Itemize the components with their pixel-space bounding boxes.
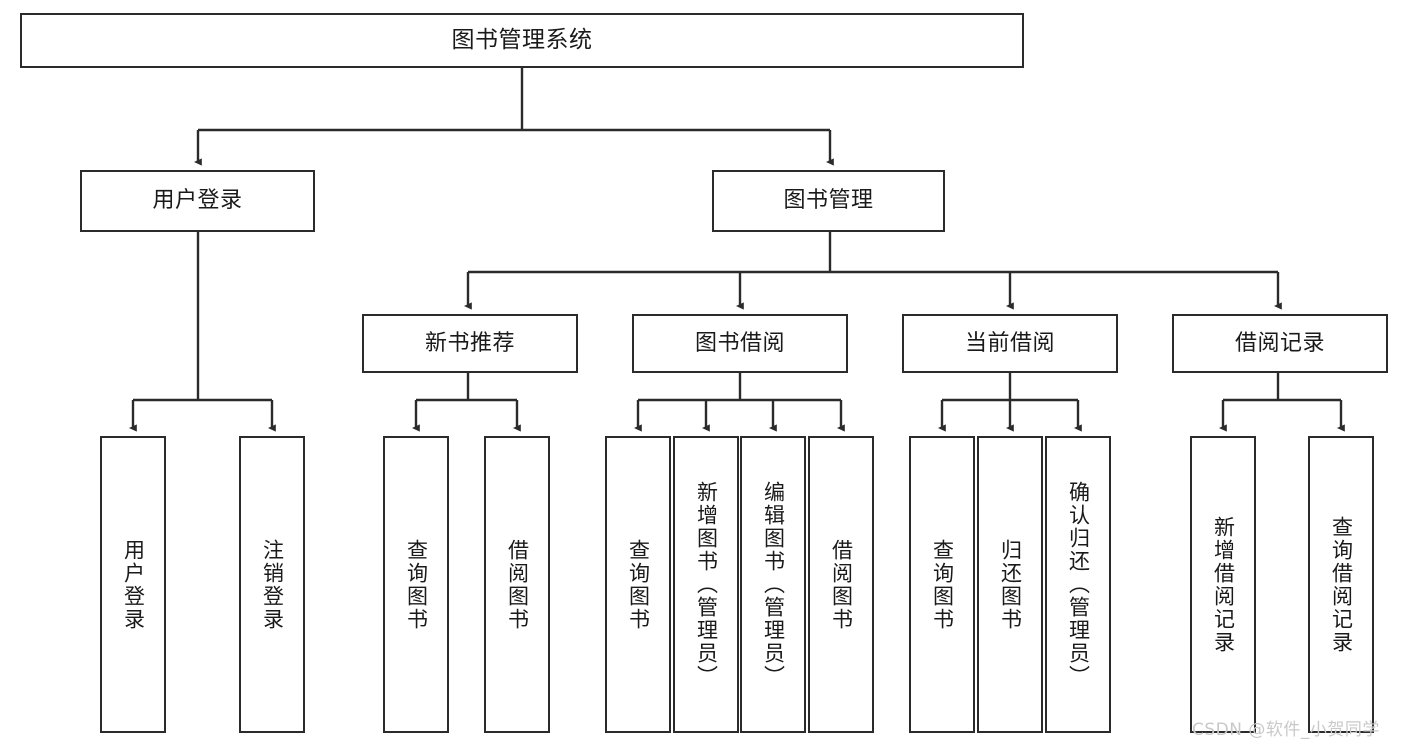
node-label: 编辑图书（管理员）: [761, 481, 786, 688]
node-label: 借阅图书: [829, 538, 854, 631]
leaf-user-login-login[interactable]: 用户登录: [100, 436, 166, 733]
node-label: 新增借阅记录: [1211, 515, 1236, 654]
node-label: 查询图书: [930, 538, 955, 631]
node-borrow-record[interactable]: 借阅记录: [1172, 314, 1388, 373]
node-label: 查询图书: [626, 538, 651, 631]
leaf-book-borrow-query-book[interactable]: 查询图书: [605, 436, 671, 733]
node-label: 当前借阅: [964, 330, 1055, 356]
node-new-book-recommend[interactable]: 新书推荐: [362, 314, 578, 373]
node-label: 注销登录: [260, 538, 285, 631]
leaf-new-book-query-book[interactable]: 查询图书: [383, 436, 449, 733]
leaf-borrow-record-add-record[interactable]: 新增借阅记录: [1190, 436, 1256, 733]
leaf-book-borrow-add-book-admin[interactable]: 新增图书（管理员）: [673, 436, 739, 733]
node-book-management[interactable]: 图书管理: [712, 170, 945, 232]
node-label: 用户登录: [152, 188, 243, 214]
node-label: 图书借阅: [694, 330, 785, 356]
node-label: 借阅记录: [1234, 330, 1325, 356]
node-label: 图书管理: [783, 188, 874, 214]
node-label: 图书管理系统: [451, 27, 593, 54]
node-user-login[interactable]: 用户登录: [80, 170, 315, 232]
leaf-current-borrow-confirm-return-admin[interactable]: 确认归还（管理员）: [1045, 436, 1111, 733]
node-label: 新增图书（管理员）: [694, 481, 719, 688]
node-current-borrow[interactable]: 当前借阅: [902, 314, 1118, 373]
node-label: 查询图书: [404, 538, 429, 631]
node-label: 新书推荐: [424, 330, 515, 356]
leaf-current-borrow-return-book[interactable]: 归还图书: [977, 436, 1043, 733]
leaf-book-borrow-borrow-book[interactable]: 借阅图书: [808, 436, 874, 733]
leaf-borrow-record-query-record[interactable]: 查询借阅记录: [1308, 436, 1374, 733]
leaf-current-borrow-query-book[interactable]: 查询图书: [909, 436, 975, 733]
node-book-borrow[interactable]: 图书借阅: [632, 314, 848, 373]
node-label: 归还图书: [998, 538, 1023, 631]
node-label: 借阅图书: [505, 538, 530, 631]
node-root-book-management-system[interactable]: 图书管理系统: [20, 13, 1024, 68]
leaf-book-borrow-edit-book-admin[interactable]: 编辑图书（管理员）: [740, 436, 806, 733]
csdn-watermark: CSDN @软件_小贺同学: [1192, 720, 1380, 740]
leaf-new-book-borrow-book[interactable]: 借阅图书: [484, 436, 550, 733]
leaf-user-login-logout[interactable]: 注销登录: [239, 436, 305, 733]
node-label: 确认归还（管理员）: [1066, 481, 1091, 688]
node-label: 用户登录: [121, 538, 146, 631]
node-label: 查询借阅记录: [1329, 515, 1354, 654]
